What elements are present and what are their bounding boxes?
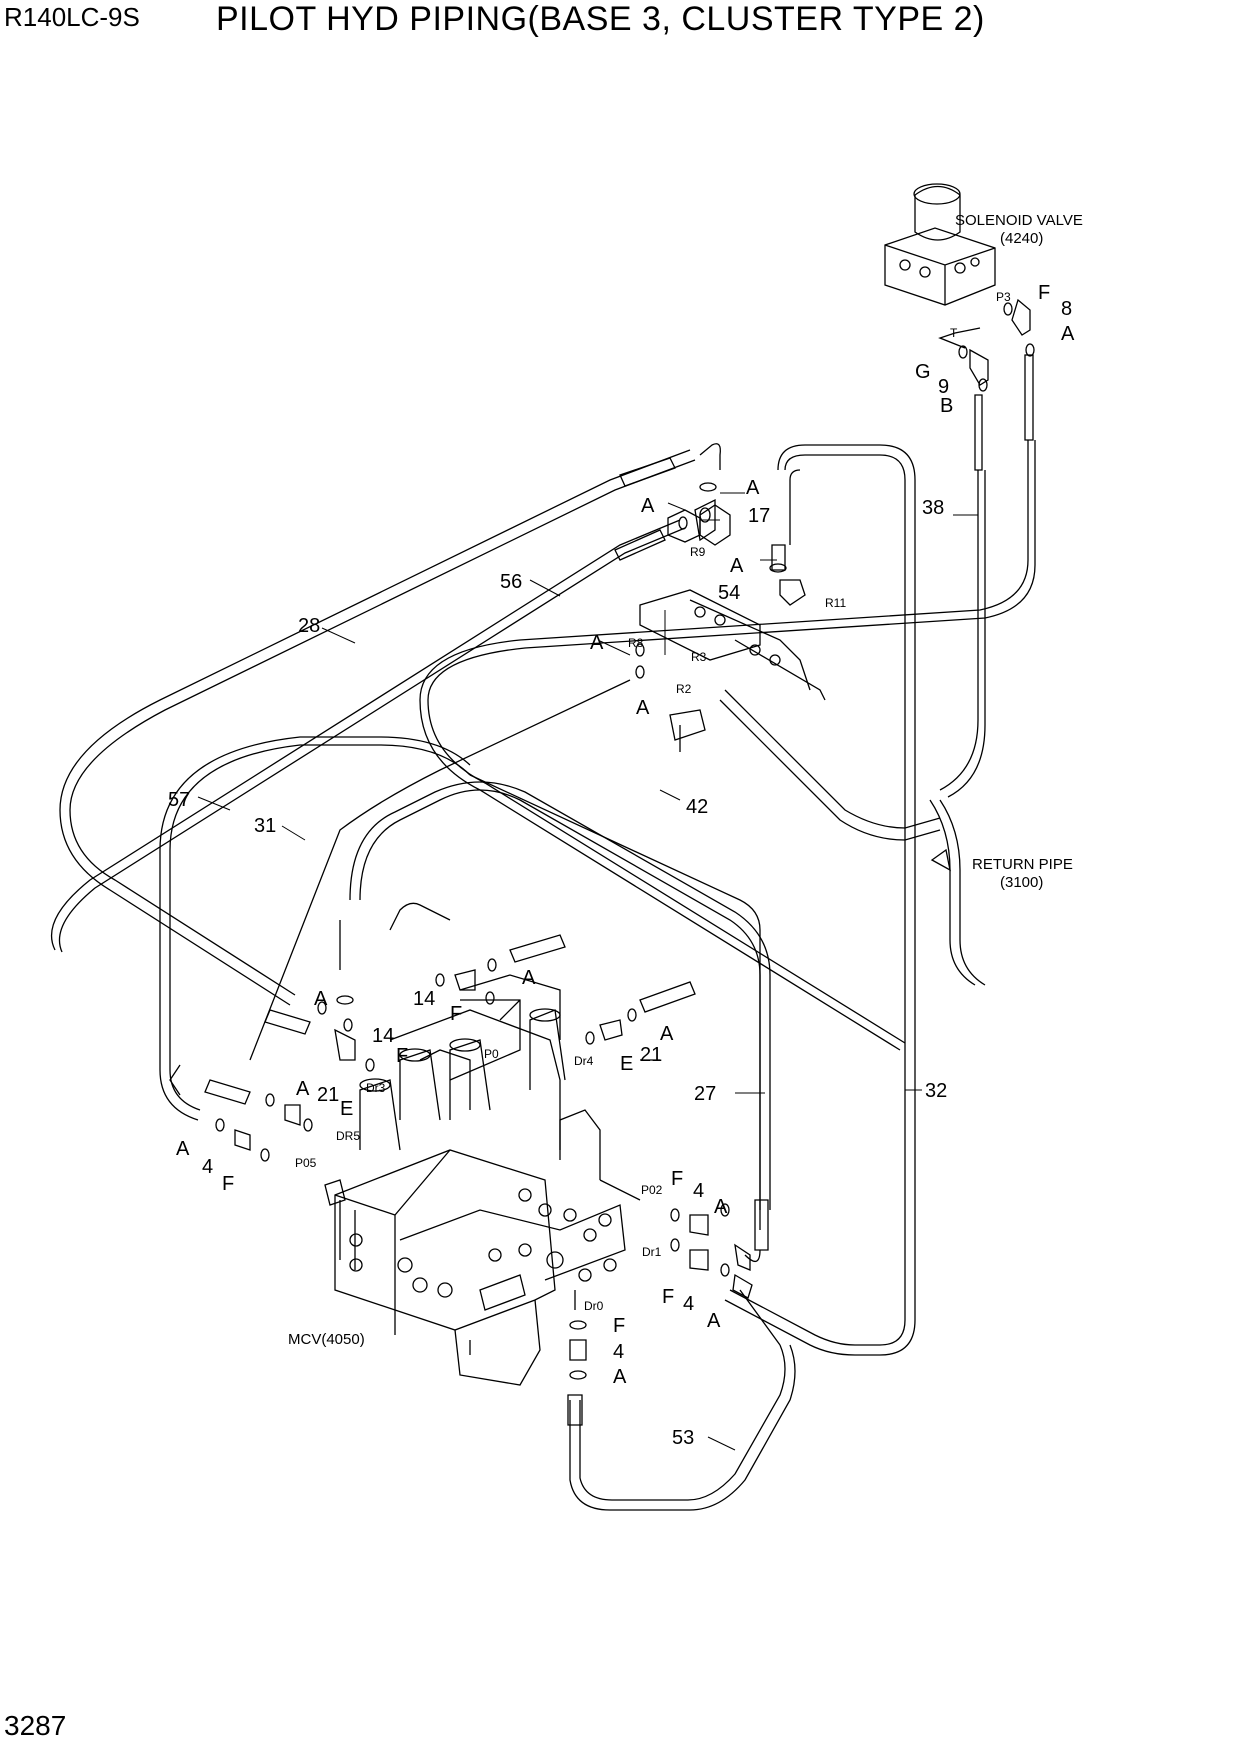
callout: 14 bbox=[372, 1025, 394, 1047]
callout: 8 bbox=[1061, 298, 1072, 320]
port-label: R9 bbox=[690, 545, 706, 559]
callout: 4 bbox=[693, 1180, 704, 1202]
callout: 31 bbox=[254, 815, 276, 837]
return-pipe bbox=[929, 799, 986, 986]
callout: A bbox=[636, 697, 650, 719]
port-label: DR5 bbox=[336, 1129, 360, 1143]
port-label: R3 bbox=[691, 650, 707, 664]
return-pipe-code: (3100) bbox=[1000, 874, 1043, 891]
callout: A bbox=[1061, 323, 1075, 345]
callout: 53 bbox=[672, 1427, 694, 1449]
callout: F bbox=[396, 1045, 408, 1067]
port-label: P0 bbox=[484, 1047, 499, 1061]
mcv-caption: MCV(4050) bbox=[288, 1331, 365, 1348]
callout: 32 bbox=[925, 1080, 947, 1102]
callout: 4 bbox=[683, 1293, 694, 1315]
hose-38 bbox=[939, 394, 986, 798]
callout: 28 bbox=[298, 615, 320, 637]
hose-28 bbox=[59, 443, 721, 1006]
return-pipe-caption: RETURN PIPE bbox=[972, 856, 1073, 873]
callout: F bbox=[1038, 282, 1050, 304]
solenoid-valve bbox=[884, 183, 996, 306]
hose-53 bbox=[567, 1289, 796, 1511]
callout: A bbox=[714, 1196, 728, 1218]
callout: A bbox=[613, 1366, 627, 1388]
port-label: R11 bbox=[825, 596, 846, 610]
callout: 42 bbox=[686, 796, 708, 818]
callout: 57 bbox=[168, 789, 190, 811]
port-label: Dr4 bbox=[574, 1054, 594, 1068]
callout: A bbox=[746, 477, 760, 499]
callout: 4 bbox=[202, 1156, 213, 1178]
callout: 14 bbox=[413, 988, 435, 1010]
page-title: PILOT HYD PIPING(BASE 3, CLUSTER TYPE 2) bbox=[216, 0, 985, 38]
port-label: P3 bbox=[996, 290, 1011, 304]
hose-32 bbox=[724, 444, 916, 1356]
callout: A bbox=[176, 1138, 190, 1160]
callout: 21 bbox=[317, 1084, 339, 1106]
callout: A bbox=[522, 967, 536, 989]
port-label: R8 bbox=[628, 636, 644, 650]
hose-31 bbox=[249, 679, 631, 1061]
callout: E bbox=[620, 1053, 633, 1075]
callout: 56 bbox=[500, 571, 522, 593]
port-label: Dr0 bbox=[584, 1299, 604, 1313]
port-label: Dr1 bbox=[642, 1245, 662, 1259]
hose-56 bbox=[50, 519, 686, 953]
callout: 27 bbox=[694, 1083, 716, 1105]
callout: A bbox=[296, 1078, 310, 1100]
port-label: P05 bbox=[295, 1156, 317, 1170]
callout: B bbox=[940, 395, 953, 417]
callout: F bbox=[222, 1173, 234, 1195]
callout: G bbox=[915, 361, 931, 383]
callout: F bbox=[613, 1315, 625, 1337]
callout: F bbox=[662, 1286, 674, 1308]
callout: A bbox=[660, 1023, 674, 1045]
callout: F bbox=[671, 1168, 683, 1190]
port-label: T bbox=[950, 326, 958, 340]
callout: A bbox=[641, 495, 655, 517]
port-label: Dr3 bbox=[366, 1081, 386, 1095]
callout: 54 bbox=[718, 582, 740, 604]
hose-42 bbox=[469, 689, 941, 1230]
callout: F bbox=[450, 1003, 462, 1025]
solenoid-valve-code: (4240) bbox=[1000, 230, 1043, 247]
callout: 4 bbox=[613, 1341, 624, 1363]
hose-27 bbox=[349, 781, 771, 1262]
model-number: R140LC-9S bbox=[4, 2, 140, 32]
callout: 9 bbox=[938, 376, 949, 398]
callout: E bbox=[340, 1098, 353, 1120]
page-number: 3287 bbox=[4, 1710, 67, 1741]
callout: A bbox=[590, 632, 604, 654]
callout: 38 bbox=[922, 497, 944, 519]
port-label: P02 bbox=[641, 1183, 663, 1197]
callout: 21 bbox=[640, 1044, 662, 1066]
callout: A bbox=[730, 555, 744, 577]
solenoid-valve-caption: SOLENOID VALVE bbox=[955, 212, 1083, 229]
callout: A bbox=[707, 1310, 721, 1332]
callout: 17 bbox=[748, 505, 770, 527]
hose-57 bbox=[159, 736, 471, 1121]
callout: A bbox=[314, 988, 328, 1010]
mcv-block bbox=[324, 974, 626, 1386]
port-label: R2 bbox=[676, 682, 692, 696]
hose-right bbox=[419, 354, 1036, 1051]
